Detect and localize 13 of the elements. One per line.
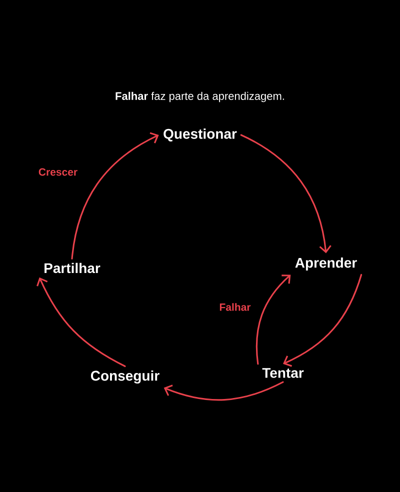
arrow: [256, 274, 291, 365]
step-label: Aprender: [295, 257, 357, 271]
step-label: Partilhar: [44, 262, 100, 274]
arrow: [164, 381, 284, 401]
step-label: Conseguir: [90, 370, 160, 384]
edge-label: Falhar: [218, 302, 252, 312]
arrow: [240, 134, 332, 254]
arrow: [71, 132, 159, 260]
title: Falhar faz parte da aprendizagem.: [116, 92, 284, 102]
arrow: [36, 277, 126, 368]
step-label: Tentar: [262, 368, 304, 378]
arrow: [283, 274, 362, 367]
step-label: Questionar: [164, 128, 237, 142]
